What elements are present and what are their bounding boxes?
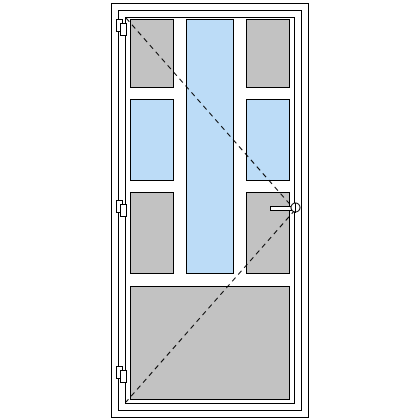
hinge-top xyxy=(116,19,127,36)
hinge-bottom xyxy=(116,366,127,383)
panel-lower-right xyxy=(246,192,290,274)
panel-lower-left xyxy=(130,192,174,274)
panel-center-tall xyxy=(186,19,234,274)
panel-middle-left xyxy=(130,99,174,181)
swing-line-bottom xyxy=(125,209,296,403)
panel-upper-left xyxy=(130,19,174,88)
panel-bottom xyxy=(130,286,290,400)
hinge-middle xyxy=(116,200,127,217)
panel-upper-right xyxy=(246,19,290,88)
swing-line-top xyxy=(125,17,296,211)
panel-middle-right xyxy=(246,99,290,181)
door-handle xyxy=(270,202,301,213)
